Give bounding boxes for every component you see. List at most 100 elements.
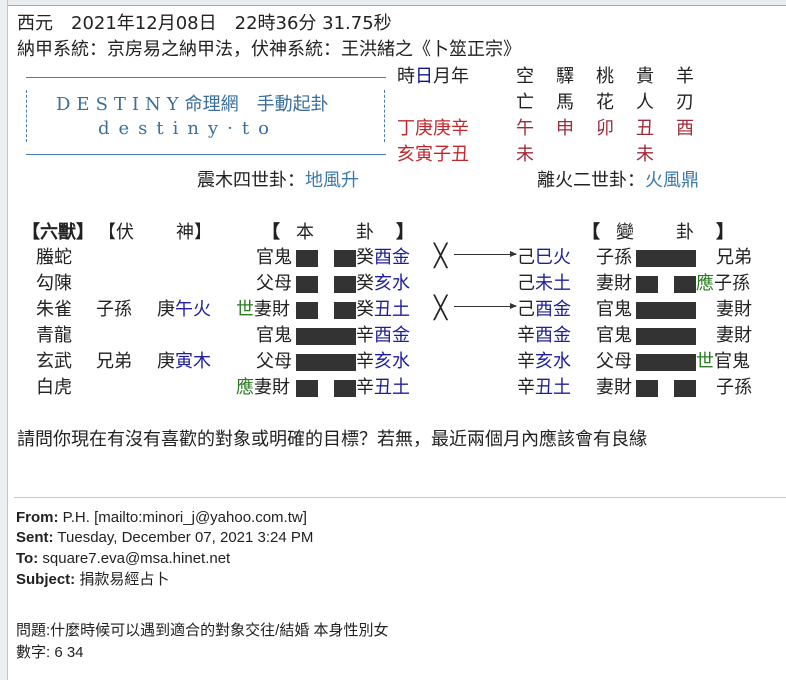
shensha-val-1-3: 丑 [636,118,654,139]
bian-rel2-5: 子孫 [716,377,752,398]
to-label: To: [16,550,39,567]
reply-text: 請問你現在有沒有喜歡的對象或明確的目標？若無，最近兩個月內應該會有良緣 [17,429,647,450]
email-sent: Sent: Tuesday, December 07, 2021 3:24 PM [16,528,313,548]
bian-branch-3: 酉金 [535,325,571,346]
fushen-najia-2: 庚午火 [157,298,211,322]
ben-najia-4: 辛亥水 [356,350,410,374]
header-bian-2: 卦 [676,222,694,243]
logo-left-border [26,90,28,142]
ying-mark: 應 [696,273,714,294]
shensha-val-1-1: 申 [556,118,574,139]
bian-rel-5: 妻財 [596,377,632,398]
ben-line-0-yin [296,250,356,269]
ben-shi-2: 世妻財 [236,298,290,322]
bian-line-2-yang [636,302,696,321]
ben-stem-4: 辛 [356,351,374,372]
bian-najia-3: 辛酉金 [517,324,571,348]
fushen-najia-4: 庚寅木 [157,350,211,374]
bian-najia-2: 己酉金 [517,298,571,322]
bian-rel-0: 子孫 [596,247,632,268]
shensha-yi: 驛 [556,66,574,87]
bian-stem-5: 辛 [517,377,535,398]
subject-label: Subject: [16,571,76,588]
bian-gua-name: 火風鼎 [645,170,699,191]
bian-najia-1: 己未土 [517,272,571,296]
bian-rel2-2: 妻財 [716,299,752,320]
moving-cross-icon-2: ╳ [434,296,448,321]
header-liushou: 【六獸】 [22,222,94,243]
bian-najia-0: 己巳火 [517,246,571,270]
header-bian-right: 】 [716,222,734,243]
ben-gua-name: 地風升 [305,170,359,191]
ben-rel-0: 官鬼 [256,247,292,268]
ben-najia-3: 辛酉金 [356,324,410,348]
shensha-kong: 空 [516,66,534,87]
header-fushen-left: 【伏 [98,222,134,243]
ben-line-5-yin [296,380,356,399]
bian-line-0-yang [636,250,696,269]
bian-shiying-1: 應子孫 [696,272,750,296]
ben-line-1-yin [296,276,356,295]
pillar-branches: 亥寅子丑 [397,144,469,165]
bian-branch-2: 酉金 [535,299,571,320]
sent-value: Tuesday, December 07, 2021 3:24 PM [57,529,314,546]
bian-rel2-1: 子孫 [714,273,750,294]
shensha-gui: 貴 [636,66,654,87]
bian-stem-3: 辛 [517,325,535,346]
header-ben-left: 【 [262,222,280,243]
ben-branch-4: 亥水 [374,351,410,372]
bian-branch-4: 亥水 [535,351,571,372]
bian-rel2-3: 妻財 [716,325,752,346]
email-from: From: P.H. [mailto:minori_j@yahoo.com.tw… [16,508,307,528]
bian-najia-5: 辛丑土 [517,376,571,400]
header-bian-1: 變 [616,222,634,243]
beast-4: 玄武 [36,351,72,372]
shensha-val-2-3: 未 [636,144,654,165]
ben-branch-2: 丑土 [374,299,410,320]
bian-rel2-4: 官鬼 [714,351,750,372]
to-value[interactable]: square7.eva@msa.hinet.net [42,550,231,567]
fushen-stem-2: 庚 [157,299,175,320]
pillar-month-label: 月 [433,66,451,87]
shensha-wang: 亡 [516,92,534,113]
from-value[interactable]: P.H. [mailto:minori_j@yahoo.com.tw] [62,509,307,526]
beast-3: 青龍 [36,325,72,346]
fushen-rel-4: 兄弟 [96,351,132,372]
email-numbers: 數字: 6 34 [16,644,84,661]
ben-branch-1: 亥水 [374,273,410,294]
ben-stem-0: 癸 [356,247,374,268]
shi-mark: 世 [236,299,254,320]
beast-5: 白虎 [36,377,72,398]
ying-mark: 應 [236,377,254,398]
email-question: 問題:什麼時候可以遇到適合的對象交往/結婚 本身性別女 [16,622,389,639]
logo-line-2: destiny·to [98,118,278,139]
bian-gua-title: 離火二世卦：火風鼎 [537,169,699,193]
ben-branch-0: 酉金 [374,247,410,268]
ben-rel-3: 官鬼 [256,325,292,346]
ben-line-2-yin [296,302,356,321]
ben-gua-palace: 震木四世卦： [197,170,305,191]
bian-stem-2: 己 [517,299,535,320]
shensha-tao: 桃 [596,66,614,87]
destiny-logo-box[interactable]: DESTINY命理網 手動起卦 destiny·to [26,77,386,155]
bian-line-4-yang [636,354,696,373]
ben-line-3-yang [296,328,356,347]
bian-najia-4: 辛亥水 [517,350,571,374]
shensha-ma: 馬 [556,92,574,113]
ben-branch-3: 酉金 [374,325,410,346]
ben-stem-5: 辛 [356,377,374,398]
header-ben-1: 本 [296,222,314,243]
subject-value: 捐款易經占卜 [79,571,170,588]
fushen-rel-2: 子孫 [96,299,132,320]
beast-2: 朱雀 [36,299,72,320]
bian-stem-4: 辛 [517,351,535,372]
bian-rel-2: 官鬼 [596,299,632,320]
window-left-border [0,0,8,680]
pillar-stems: 丁庚庚辛 [397,118,469,139]
ben-najia-0: 癸酉金 [356,246,410,270]
ben-rel-5: 妻財 [254,377,290,398]
bian-line-5-yin [636,380,696,399]
ben-najia-1: 癸亥水 [356,272,410,296]
bian-stem-1: 己 [517,273,535,294]
yin-seg-right [334,250,356,267]
